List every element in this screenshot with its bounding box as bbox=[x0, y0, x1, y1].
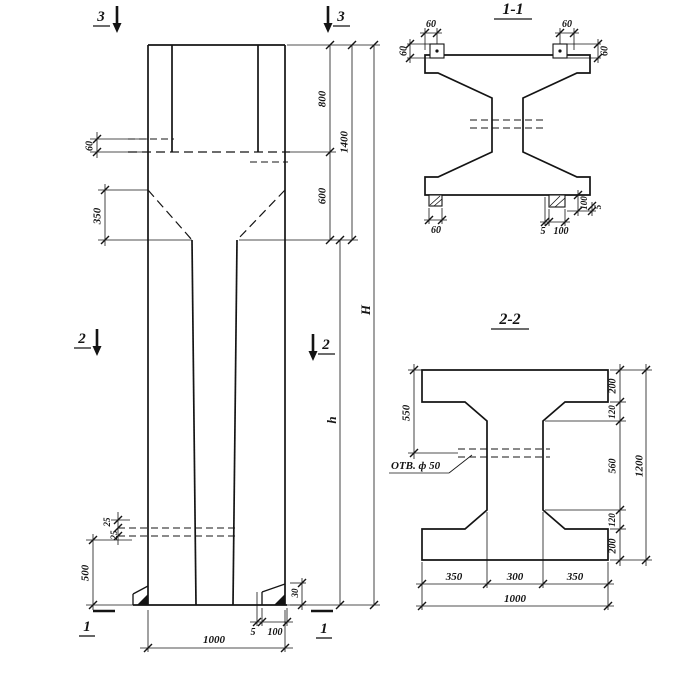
marker-3-left-label: 3 bbox=[96, 9, 105, 25]
s11-dim-5-right: 5 bbox=[593, 204, 603, 209]
s22-dim-550: 550 bbox=[401, 404, 413, 421]
s11-dim-5-bottom: 5 bbox=[541, 226, 546, 237]
s22-dim-350-right: 350 bbox=[566, 571, 584, 583]
section-2-2-hole bbox=[458, 448, 550, 458]
base-foot-right bbox=[261, 583, 286, 605]
dim-500: 500 bbox=[80, 564, 92, 581]
s22-dim-350-left: 350 bbox=[445, 571, 463, 583]
s11-dim-60-right: 60 bbox=[599, 46, 610, 56]
dim-5-foot: 5 bbox=[251, 627, 256, 638]
section-1-1-view: 1-1 bbox=[398, 1, 610, 237]
section-2-2-outline bbox=[421, 369, 609, 561]
dim-100-foot: 100 bbox=[268, 627, 283, 638]
s11-dim-100-right: 100 bbox=[579, 196, 589, 210]
section-2-2-dimension-ticks bbox=[409, 365, 651, 611]
marker-2-left-label: 2 bbox=[77, 331, 86, 347]
s11-dim-60-bottom-left: 60 bbox=[431, 225, 441, 236]
section-marker-1-left: 1 bbox=[79, 609, 115, 637]
s22-dim-560: 560 bbox=[607, 459, 618, 474]
s11-dim-60-left: 60 bbox=[398, 46, 409, 56]
dim-1400: 1400 bbox=[339, 131, 351, 154]
dim-1000-width: 1000 bbox=[203, 634, 226, 646]
hole-callout: ОТВ. ф 50 bbox=[389, 454, 473, 474]
marker-1-left-label: 1 bbox=[83, 619, 91, 635]
marker-2-right-label: 2 bbox=[321, 337, 330, 353]
section-marker-3-right: 3 bbox=[323, 6, 350, 33]
dim-30-foot: 30 bbox=[290, 588, 300, 599]
elevation-view: 60 350 25 25 500 800 1400 600 H h 30 5 1… bbox=[74, 6, 380, 653]
s22-dim-300: 300 bbox=[506, 571, 524, 583]
dim-25-b: 25 bbox=[109, 530, 119, 541]
dim-350: 350 bbox=[92, 207, 104, 225]
section-marker-2-right: 2 bbox=[308, 334, 335, 361]
dim-h: h bbox=[324, 416, 339, 423]
s22-dim-120-bottom: 120 bbox=[607, 513, 617, 527]
s11-dim-60-top-left: 60 bbox=[426, 19, 436, 30]
section-1-1-outline bbox=[424, 54, 591, 196]
dim-800: 800 bbox=[317, 90, 329, 107]
section-2-2-view: 2-2 ОТВ. ф 50 bbox=[389, 311, 652, 611]
s11-dim-100-bottom: 100 bbox=[554, 226, 569, 237]
marker-1-right-label: 1 bbox=[320, 621, 328, 637]
elevation-dimension-lines bbox=[92, 45, 375, 649]
elevation-extension-lines bbox=[86, 44, 380, 652]
column-outline bbox=[133, 44, 287, 606]
section-1-1-dimension-ticks bbox=[405, 28, 603, 227]
s22-dim-120-top: 120 bbox=[607, 405, 617, 419]
s22-dim-200-top: 200 bbox=[607, 379, 618, 395]
base-foot-left bbox=[132, 585, 149, 605]
section-2-2-title: 2-2 bbox=[498, 311, 520, 328]
hole-label: ОТВ. ф 50 bbox=[391, 460, 441, 472]
section-1-1-title: 1-1 bbox=[502, 1, 523, 18]
section-1-1-hidden-hole bbox=[470, 119, 545, 129]
dim-H: H bbox=[358, 304, 373, 316]
dim-60-top-recess: 60 bbox=[84, 141, 95, 151]
elevation-dimension-ticks bbox=[88, 40, 379, 653]
s11-dim-60-top-right: 60 bbox=[562, 19, 572, 30]
s22-dim-1000: 1000 bbox=[504, 593, 527, 605]
s22-dim-200-bottom: 200 bbox=[607, 539, 618, 555]
marker-3-right-label: 3 bbox=[336, 9, 345, 25]
section-1-1-embedded-plates bbox=[428, 43, 568, 208]
s22-dim-1200: 1200 bbox=[634, 455, 646, 478]
section-marker-3-left: 3 bbox=[93, 6, 122, 33]
section-marker-1-right: 1 bbox=[311, 609, 333, 639]
section-marker-2-left: 2 bbox=[74, 329, 102, 356]
dim-600: 600 bbox=[317, 187, 329, 204]
section-2-2-dimension-lines bbox=[413, 364, 647, 607]
dim-25-a: 25 bbox=[102, 517, 112, 528]
section-2-2-extension-lines bbox=[408, 369, 652, 610]
hidden-edges bbox=[118, 138, 290, 537]
